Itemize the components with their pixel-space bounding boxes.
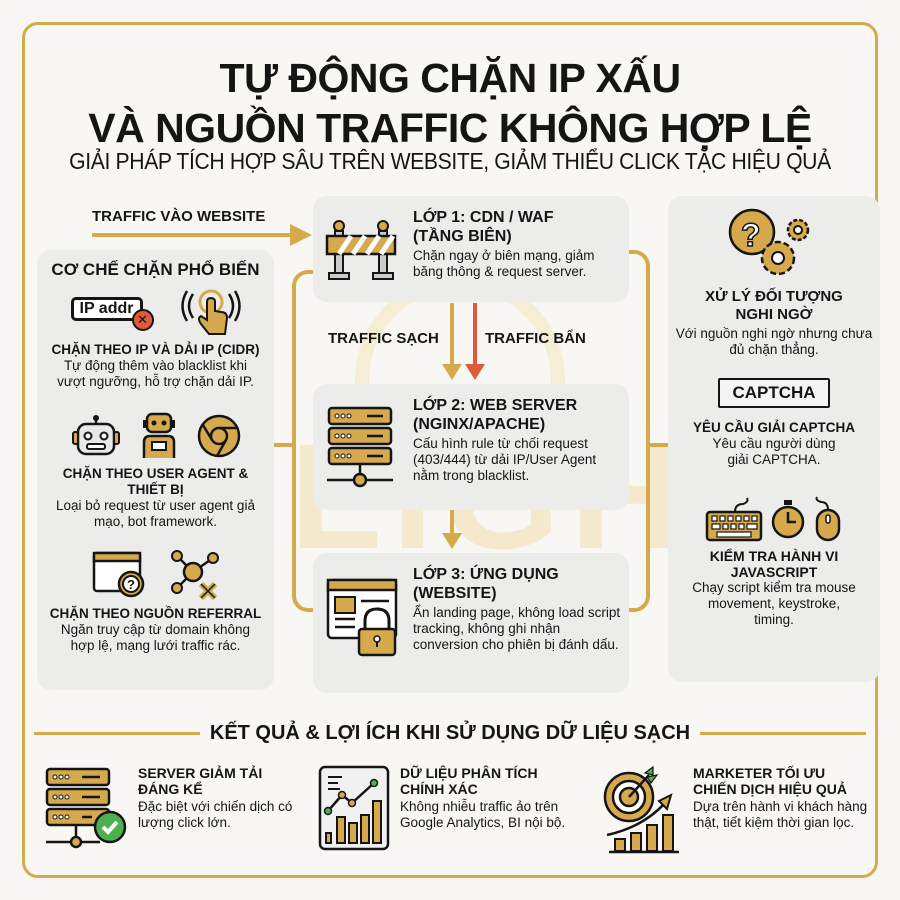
right-connector [648,443,668,447]
left-connector [274,443,294,447]
mechanism-item-user-agent: CHẶN THEO USER AGENT & THIẾT BỊ Loại bỏ … [37,412,274,530]
server-check-icon [45,767,127,849]
mechanism-title: CHẶN THEO NGUỒN REFERRAL [49,606,262,621]
divider [34,732,200,735]
browser-logo-icon [197,414,240,458]
captcha-title: YÊU CẦU GIẢI CAPTCHA [692,420,855,435]
benefit-desc: Không nhiễu traffic ảo trên Google Analy… [400,799,566,830]
ip-address-block-icon: IP addr ✕ [70,293,159,331]
mechanism-title: CHẶN THEO IP VÀ DẢI IP (CIDR) [51,342,260,357]
benefit-desc: Dựa trên hành vi khách hàng thật, tiết k… [693,799,868,830]
dirty-traffic-label: TRAFFIC BẨN [485,330,586,347]
svg-text:?: ? [127,577,135,592]
layer-title-line1: LỚP 1: CDN / WAF [413,209,554,226]
suspicious-handling-panel: ? XỬ LÝ ĐỐI TƯỢNG NGHI NGỜ Với nguồn ngh… [668,196,880,682]
layer-title-line1: LỚP 3: ỨNG DỤNG [413,566,559,583]
clean-traffic-label: TRAFFIC SẠCH [328,330,439,347]
close-icon: ✕ [131,309,154,331]
barrier-icon [325,220,397,280]
js-behavior-desc: Chạy script kiểm tra mouse movement, key… [692,580,856,627]
page-title-line2: VÀ NGUỒN TRAFFIC KHÔNG HỢP LỆ [88,105,812,151]
js-behavior-item: KIỂM TRA HÀNH VI JAVASCRIPT Chạy script … [668,496,880,628]
benefits-header: KẾT QUẢ & LỢI ÍCH KHI SỬ DỤNG DỮ LIỆU SẠ… [34,722,867,745]
benefit-marketer-optimize: MARKETER TỐI ƯU CHIẾN DỊCH HIỆU QUẢ Dựa … [603,765,873,855]
benefit-accurate-data: DỮ LIỆU PHÂN TÍCH CHÍNH XÁC Không nhiễu … [318,765,588,851]
question-gears-icon: ? [728,208,810,276]
mechanism-title: CHẶN THEO USER AGENT & THIẾT BỊ [62,466,249,497]
dirty-traffic-arrow [465,303,485,380]
blocking-mechanisms-panel: CƠ CHẾ CHẶN PHỔ BIẾN IP addr ✕ CHẶN THEO… [37,250,274,690]
clean-traffic-arrow [442,303,462,380]
mechanism-desc: Tự động thêm vào blacklist khi vượt ngưỡ… [57,358,254,389]
bot-head-icon [71,415,120,456]
touch-signal-icon [180,289,241,335]
benefit-title-line2: ĐÁNG KỂ [138,781,203,797]
suspicious-item: ? XỬ LÝ ĐỐI TƯỢNG NGHI NGỜ Với nguồn ngh… [668,206,880,358]
page-title-line1: TỰ ĐỘNG CHẶN IP XẤU [219,55,681,101]
benefit-server-load: SERVER GIẢM TẢI ĐÁNG KỂ Đặc biệt với chi… [44,765,294,851]
mechanism-item-ip: IP addr ✕ CHẶN THEO IP VÀ DẢI IP (CIDR) … [37,288,274,390]
layer-title-line2: (WEBSITE) [413,585,497,602]
server-icon [327,406,393,488]
mechanism-desc: Ngăn truy cập từ domain không hợp lệ, mạ… [60,622,251,653]
flow-arrow-layer2-to-layer3 [442,510,462,549]
benefit-title-line1: DỮ LIỆU PHÂN TÍCH [400,765,538,781]
browser-question-icon: ? [92,551,144,598]
benefit-title-line1: MARKETER TỐI ƯU [693,765,826,781]
layer-title-line2: (NGINX/APACHE) [413,416,546,433]
traffic-in-arrow [92,224,312,246]
divider [700,732,867,735]
captcha-item: CAPTCHA YÊU CẦU GIẢI CAPTCHA Yêu cầu ngư… [668,378,880,468]
target-growth-icon [603,765,679,854]
layer-2-web-server: LỚP 2: WEB SERVER (NGINX/APACHE) Cấu hìn… [313,384,629,510]
layer-3-application: LỚP 3: ỨNG DỤNG (WEBSITE) Ẩn landing pag… [313,553,629,693]
analytics-chart-icon [318,765,390,851]
mouse-icon [815,496,841,542]
layer-1-cdn-waf: LỚP 1: CDN / WAF (TẦNG BIÊN) Chặn ngay ở… [313,196,629,302]
captcha-icon[interactable]: CAPTCHA [718,378,830,408]
benefit-title-line2: CHIẾN DỊCH HIỆU QUẢ [693,781,848,797]
svg-text:?: ? [741,217,761,253]
benefit-desc: Đặc biệt với chiến dịch có lượng click l… [138,799,293,830]
page-subtitle: GIẢI PHÁP TÍCH HỢP SÂU TRÊN WEBSITE, GIẢ… [69,148,831,174]
benefit-title-line1: SERVER GIẢM TẢI [138,765,263,781]
layer-title-line2: (TẦNG BIÊN) [413,228,512,245]
mechanism-item-referral: ? CHẶN THEO NGUỒN REFERRAL Ngăn truy cập… [37,550,274,654]
keyboard-icon [705,497,763,542]
layer-desc: Chặn ngay ở biên mạng, giảm băng thông &… [413,248,595,279]
suspicious-desc: Với nguồn nghi ngờ nhưng chưa đủ chặn th… [675,326,873,357]
left-connector-bracket [292,270,317,612]
robot-icon [142,412,175,458]
js-behavior-title: KIỂM TRA HÀNH VI JAVASCRIPT [709,548,839,580]
layer-desc: Ẩn landing page, không load script track… [413,605,621,652]
benefits-title: KẾT QUẢ & LỢI ÍCH KHI SỬ DỤNG DỮ LIỆU SẠ… [209,722,691,744]
layer-title-line1: LỚP 2: WEB SERVER [413,397,578,414]
mechanism-desc: Loại bỏ request từ user agent giả mạo, b… [56,498,255,529]
stopwatch-icon [771,500,805,539]
captcha-desc: Yêu cầu người dùng giải CAPTCHA. [712,436,836,467]
layer-desc: Cấu hình rule từ chối request (403/444) … [413,436,597,483]
website-lock-icon [326,578,398,657]
ip-label: IP addr [70,297,143,321]
network-block-icon [170,550,219,600]
traffic-in-label: TRAFFIC VÀO WEBSITE [92,208,266,225]
panel-title: CƠ CHẾ CHẶN PHỔ BIẾN [51,260,260,279]
benefit-title-line2: CHÍNH XÁC [400,781,478,797]
suspicious-title: XỬ LÝ ĐỐI TƯỢNG NGHI NGỜ [705,288,843,323]
right-connector-bracket [628,250,650,612]
